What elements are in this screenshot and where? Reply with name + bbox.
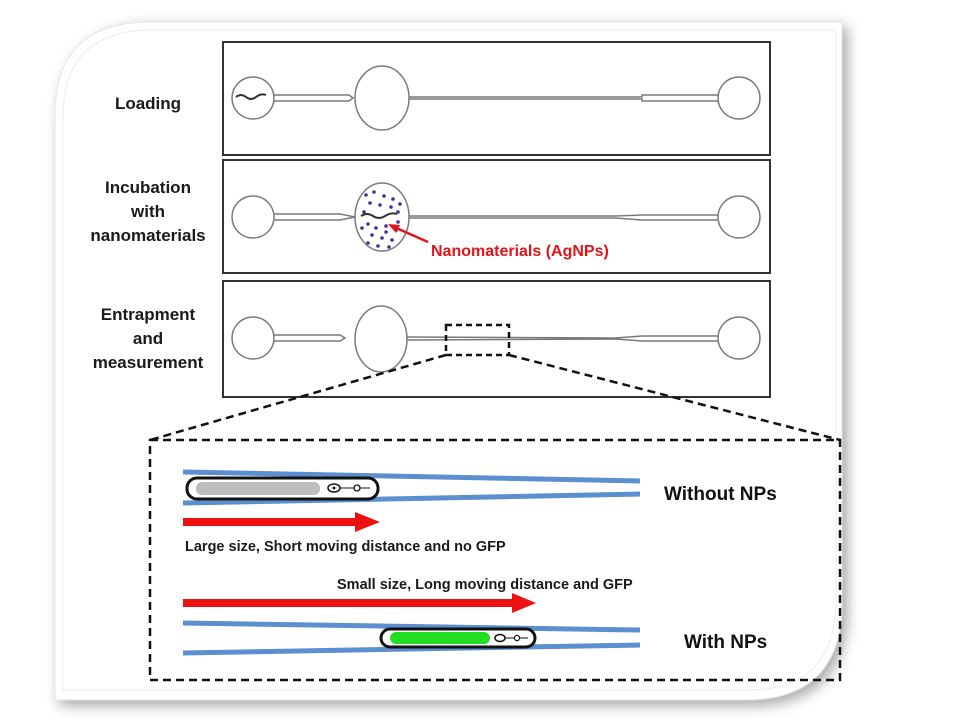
nanoparticle-dot (364, 193, 368, 197)
microfluidic-chip (231, 65, 761, 131)
chip-panel-incubation: Nanomaterials (AgNPs) (222, 159, 771, 274)
nanoparticle-dot (376, 244, 380, 248)
nanoparticle-dot (362, 210, 366, 214)
movement-arrow-long (183, 599, 513, 607)
movement-arrowhead (512, 593, 536, 613)
label-without-nps: Without NPs (664, 484, 777, 505)
nanoparticle-dot (387, 245, 391, 249)
incubation-chamber (354, 305, 408, 373)
worm (360, 212, 398, 219)
annotation-arrow (393, 225, 429, 244)
nanoparticle-dot (396, 210, 400, 214)
nanoparticle-dot (384, 224, 388, 228)
nanoparticle-dot (378, 203, 382, 207)
nanoparticle-dot (366, 222, 370, 226)
nanoparticle-dot (398, 202, 402, 206)
label-with-nps: With NPs (684, 632, 767, 653)
chip-panel-entrapment (149, 280, 841, 442)
incubation-chamber (354, 65, 410, 131)
worm (235, 93, 267, 100)
nanoparticle-dot (391, 197, 395, 201)
worm-body-gfp (390, 632, 490, 644)
channel-wall-top (182, 469, 641, 484)
outlet-reservoir (717, 195, 761, 239)
nanoparticle-dot (372, 190, 376, 194)
movement-arrow-short (183, 518, 355, 526)
nanoparticle-dot (390, 238, 394, 242)
nanoparticle-dot (374, 226, 378, 230)
annotation-label: Nanomaterials (AgNPs) (431, 243, 609, 260)
nanoparticle-dot (360, 226, 364, 230)
zoom-region-box (444, 323, 511, 357)
incubation-chamber (354, 182, 410, 252)
stage-label-entrapment: Entrapment and measurement (92, 305, 204, 372)
movement-arrowhead (355, 512, 380, 532)
nanoparticle-dot (384, 230, 388, 234)
nanoparticle-dot (368, 201, 372, 205)
stage-label-loading: Loading (114, 94, 182, 113)
inlet-reservoir (231, 76, 275, 120)
nanoparticle-dot (382, 194, 386, 198)
outlet-reservoir (717, 76, 761, 120)
inlet-reservoir (231, 316, 275, 360)
stage-label-incubation: Incubation with nanomaterials (90, 178, 206, 245)
worm-body-no-gfp (196, 482, 320, 495)
caption-without: Large size, Short moving distance and no… (185, 539, 506, 555)
nanoparticle-dot (396, 220, 400, 224)
outlet-reservoir (717, 316, 761, 360)
channel-wall-top (182, 620, 641, 633)
nanoparticle-dot (389, 205, 393, 209)
nanoparticle-dot (370, 233, 374, 237)
channel-wall-bottom (182, 491, 641, 506)
nanoparticle-dot (380, 236, 384, 240)
without-nps-group: Large size, Short moving distance and no… (182, 469, 777, 555)
nanoparticle-dot (366, 241, 370, 245)
annotation-arrowhead (388, 224, 400, 233)
detail-panel: Large size, Short moving distance and no… (148, 438, 842, 682)
caption-with: Small size, Long moving distance and GFP (337, 577, 633, 593)
inlet-reservoir (231, 195, 275, 239)
chip-panel-loading (222, 41, 771, 156)
zoom-line-right (508, 353, 841, 442)
channel-wall-bottom (182, 642, 641, 656)
with-nps-group: Small size, Long moving distance and GFP… (182, 577, 767, 656)
